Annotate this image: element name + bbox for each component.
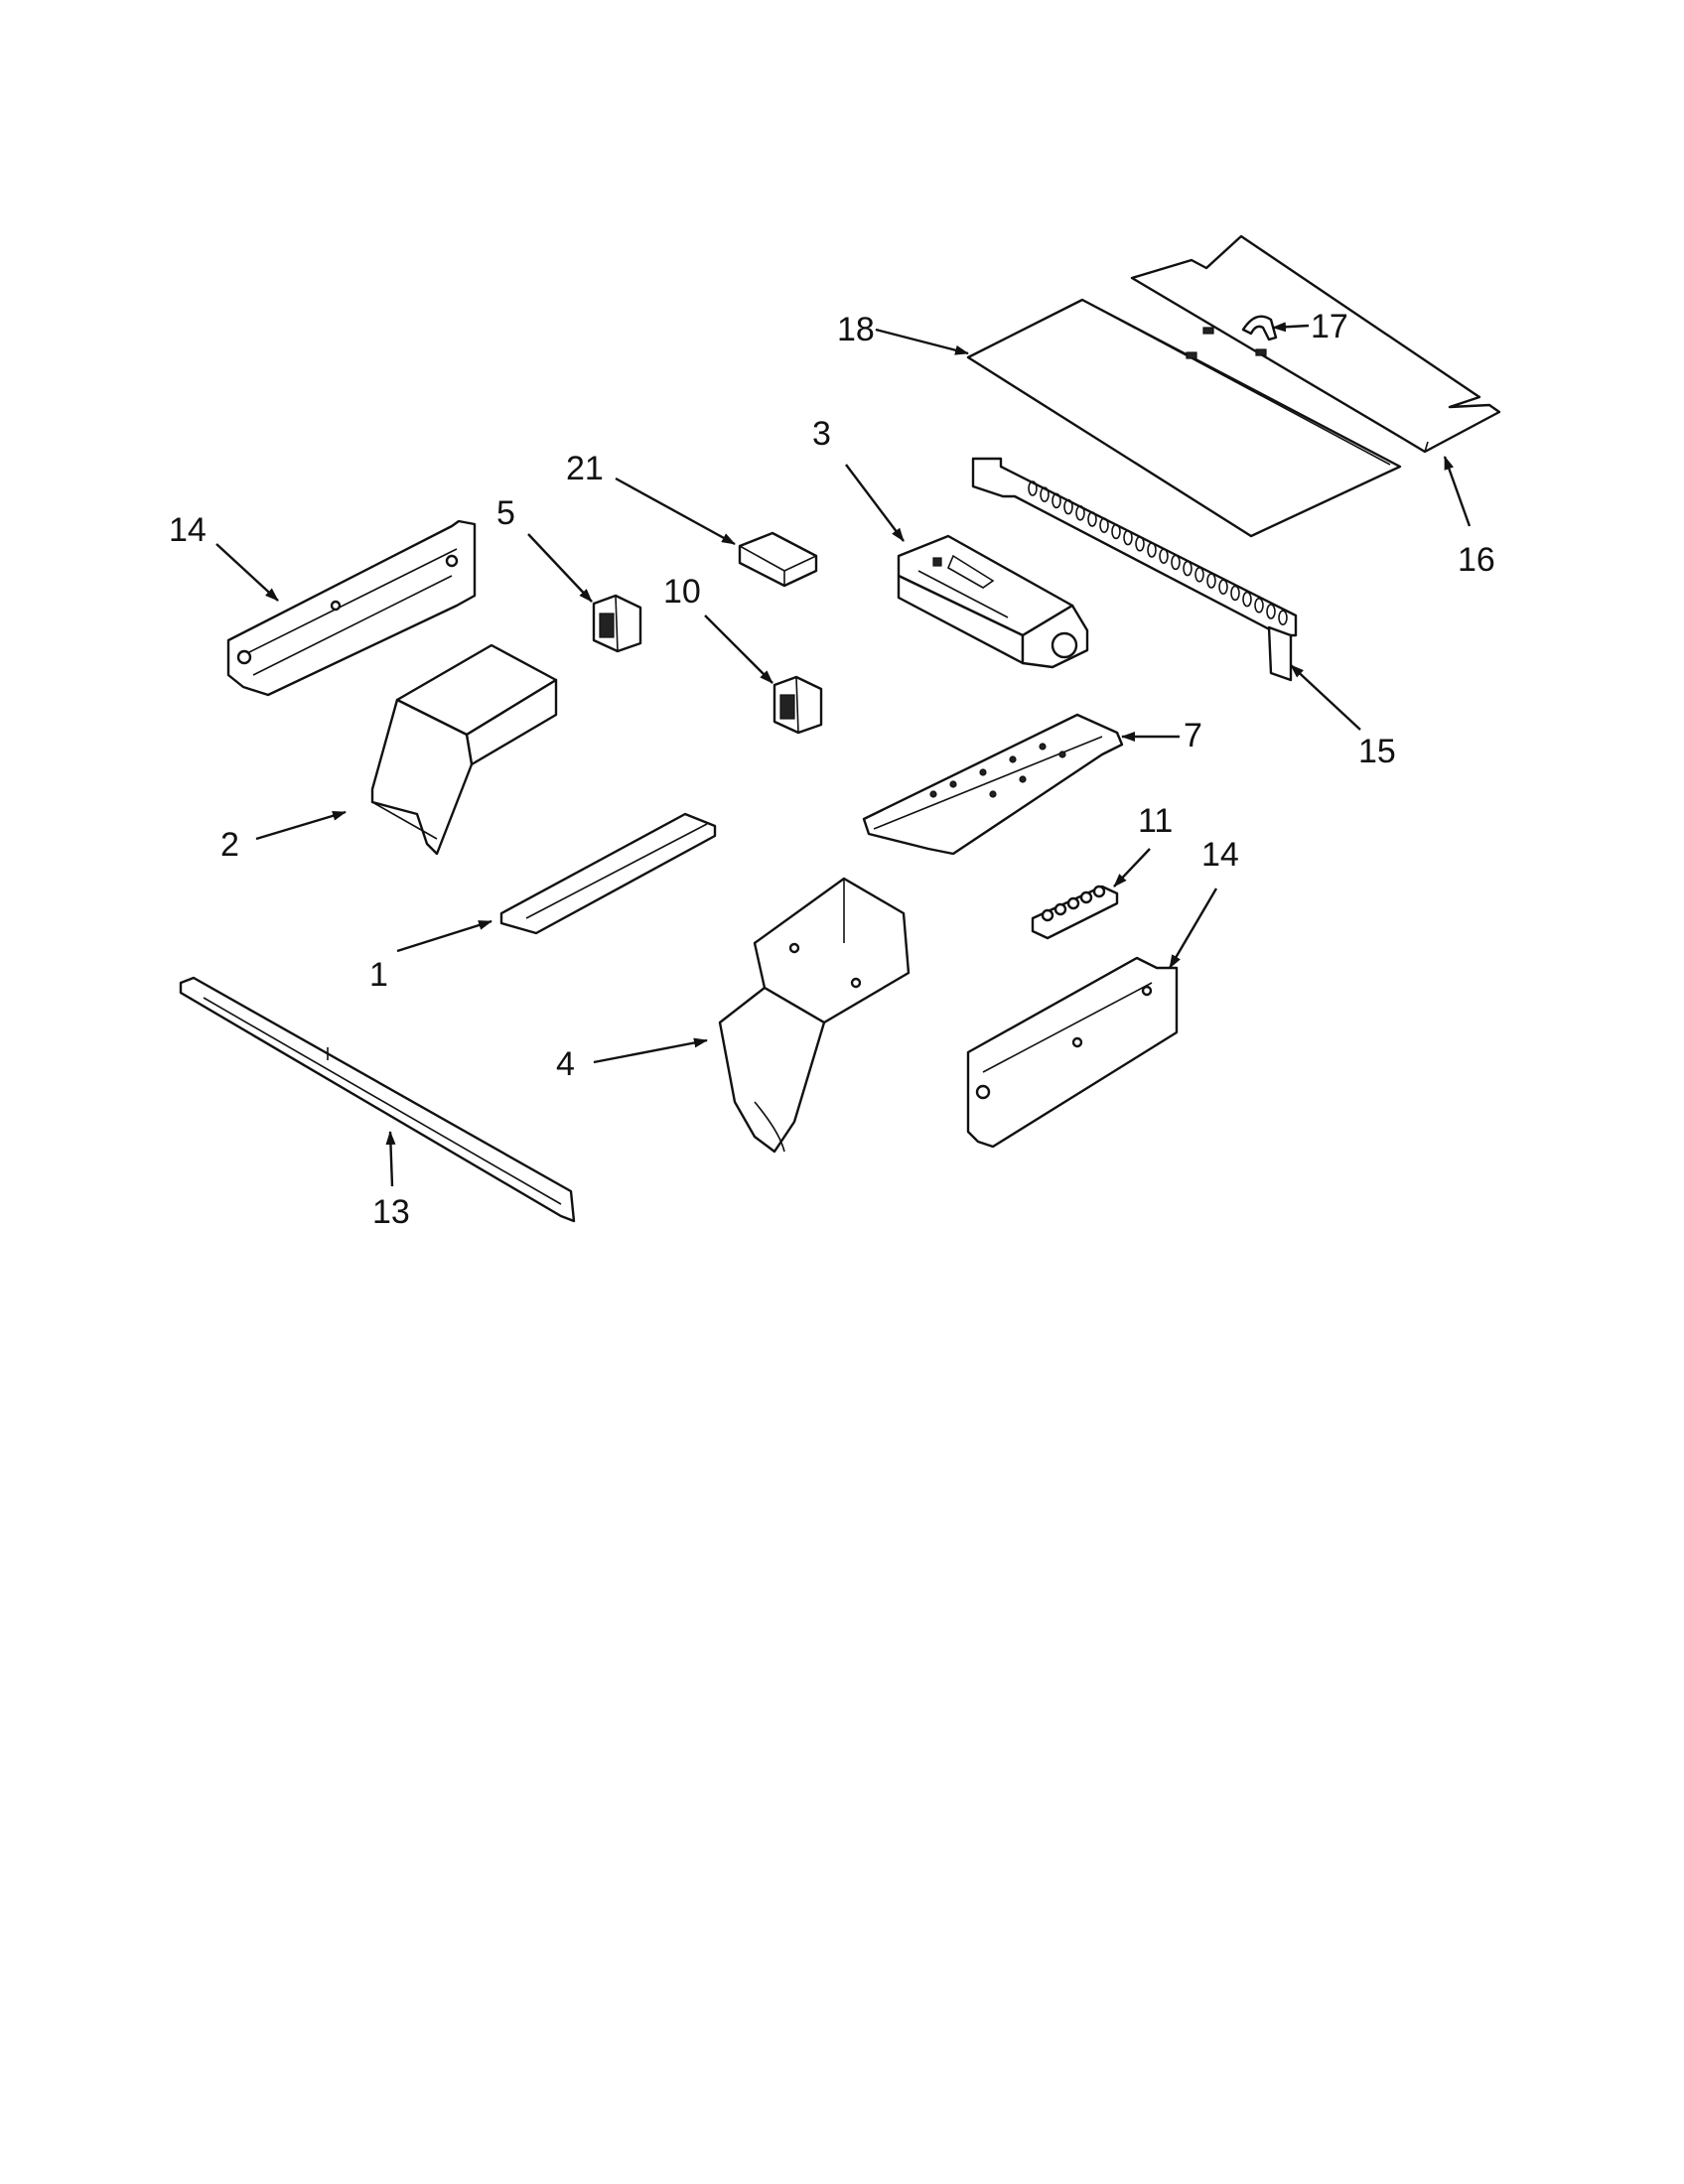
terminal-pin [1053,902,1067,916]
part-21-block [738,531,818,588]
rail-hole [1171,554,1181,571]
part-1-channel [499,812,717,935]
rail-hole [1266,604,1276,619]
arrow-21 [615,477,736,546]
rail-hole [1218,579,1228,596]
part-14-bracket-left [226,519,477,697]
terminal-pin [1079,890,1093,904]
part-10-switch [772,675,823,735]
callout-arrows [215,322,1472,1187]
rail-hole [1075,504,1085,521]
rail-hole [1194,566,1204,583]
callout-16: 16 [1458,541,1495,579]
rail-hole [1135,535,1145,552]
plate-hole [929,790,937,798]
rail-hole [1123,529,1133,546]
callout-21: 21 [566,450,604,487]
plate-hole [979,768,987,776]
arrow-4 [593,1037,708,1064]
arrow-16 [1443,456,1472,527]
callout-7: 7 [1184,717,1202,754]
part-4-duct [718,877,911,1154]
callout-3: 3 [812,415,831,453]
callout-15: 15 [1358,733,1396,770]
part-18-plate [966,298,1402,538]
plate-hole [989,790,997,798]
rail-hole [1040,486,1050,503]
terminal-pin [1066,896,1080,910]
rail-hole [1052,492,1061,509]
callout-10: 10 [663,573,701,611]
plate-hole [1039,743,1047,751]
plate-hole [949,780,957,788]
callout-labels: 18 17 16 15 3 21 5 10 14 7 2 11 14 1 4 1… [169,308,1495,1231]
rail-hole [1183,560,1193,577]
plate-hole [1058,751,1066,758]
callout-17: 17 [1311,308,1348,345]
rail-hole [1206,573,1216,589]
rail-hole [1087,511,1097,527]
rail-hole [1242,591,1252,608]
arrow-3 [845,464,905,542]
callout-5: 5 [496,494,515,532]
arrow-1 [396,919,492,953]
arrow-13 [385,1131,396,1187]
callout-13: 13 [372,1193,410,1231]
arrow-14a [215,543,279,602]
callout-4: 4 [556,1045,575,1083]
rail-hole [1028,480,1038,496]
rail-hole [1254,597,1264,614]
part-2-shroud [370,643,558,856]
callout-14-right: 14 [1201,836,1239,874]
part-15-rail [971,457,1298,682]
arrow-10 [704,614,773,684]
plate-hole [1019,775,1027,783]
rail-hole [1111,523,1121,540]
arrow-11 [1113,848,1151,887]
terminal-pin [1041,908,1054,922]
part-5-switch [592,594,642,653]
part-3-assembly [897,534,1089,669]
arrow-15 [1290,664,1361,731]
part-16-top-panel [1130,234,1501,454]
arrow-18 [875,328,969,355]
part-11-terminal [1031,885,1119,940]
arrow-17 [1272,322,1310,333]
callout-14-left: 14 [169,511,207,549]
callout-18: 18 [837,311,875,348]
part-17-clip [1241,315,1278,341]
terminal-pin [1092,885,1106,898]
callout-1: 1 [369,956,388,994]
rail-hole [1147,542,1157,558]
rail-hole [1230,585,1240,602]
plate-hole [1009,755,1017,763]
rail-hole [1063,498,1073,515]
part-14-bracket-right [966,956,1179,1149]
part-7-plate [862,713,1124,856]
arrow-5 [527,533,593,603]
callout-11: 11 [1138,802,1173,840]
rail-hole [1278,610,1288,626]
rail-hole [1099,517,1109,534]
arrow-2 [255,810,347,841]
arrow-14b [1168,887,1218,969]
callout-2: 2 [220,826,239,864]
part-13-bar [179,976,576,1223]
rail-hole [1159,548,1169,565]
